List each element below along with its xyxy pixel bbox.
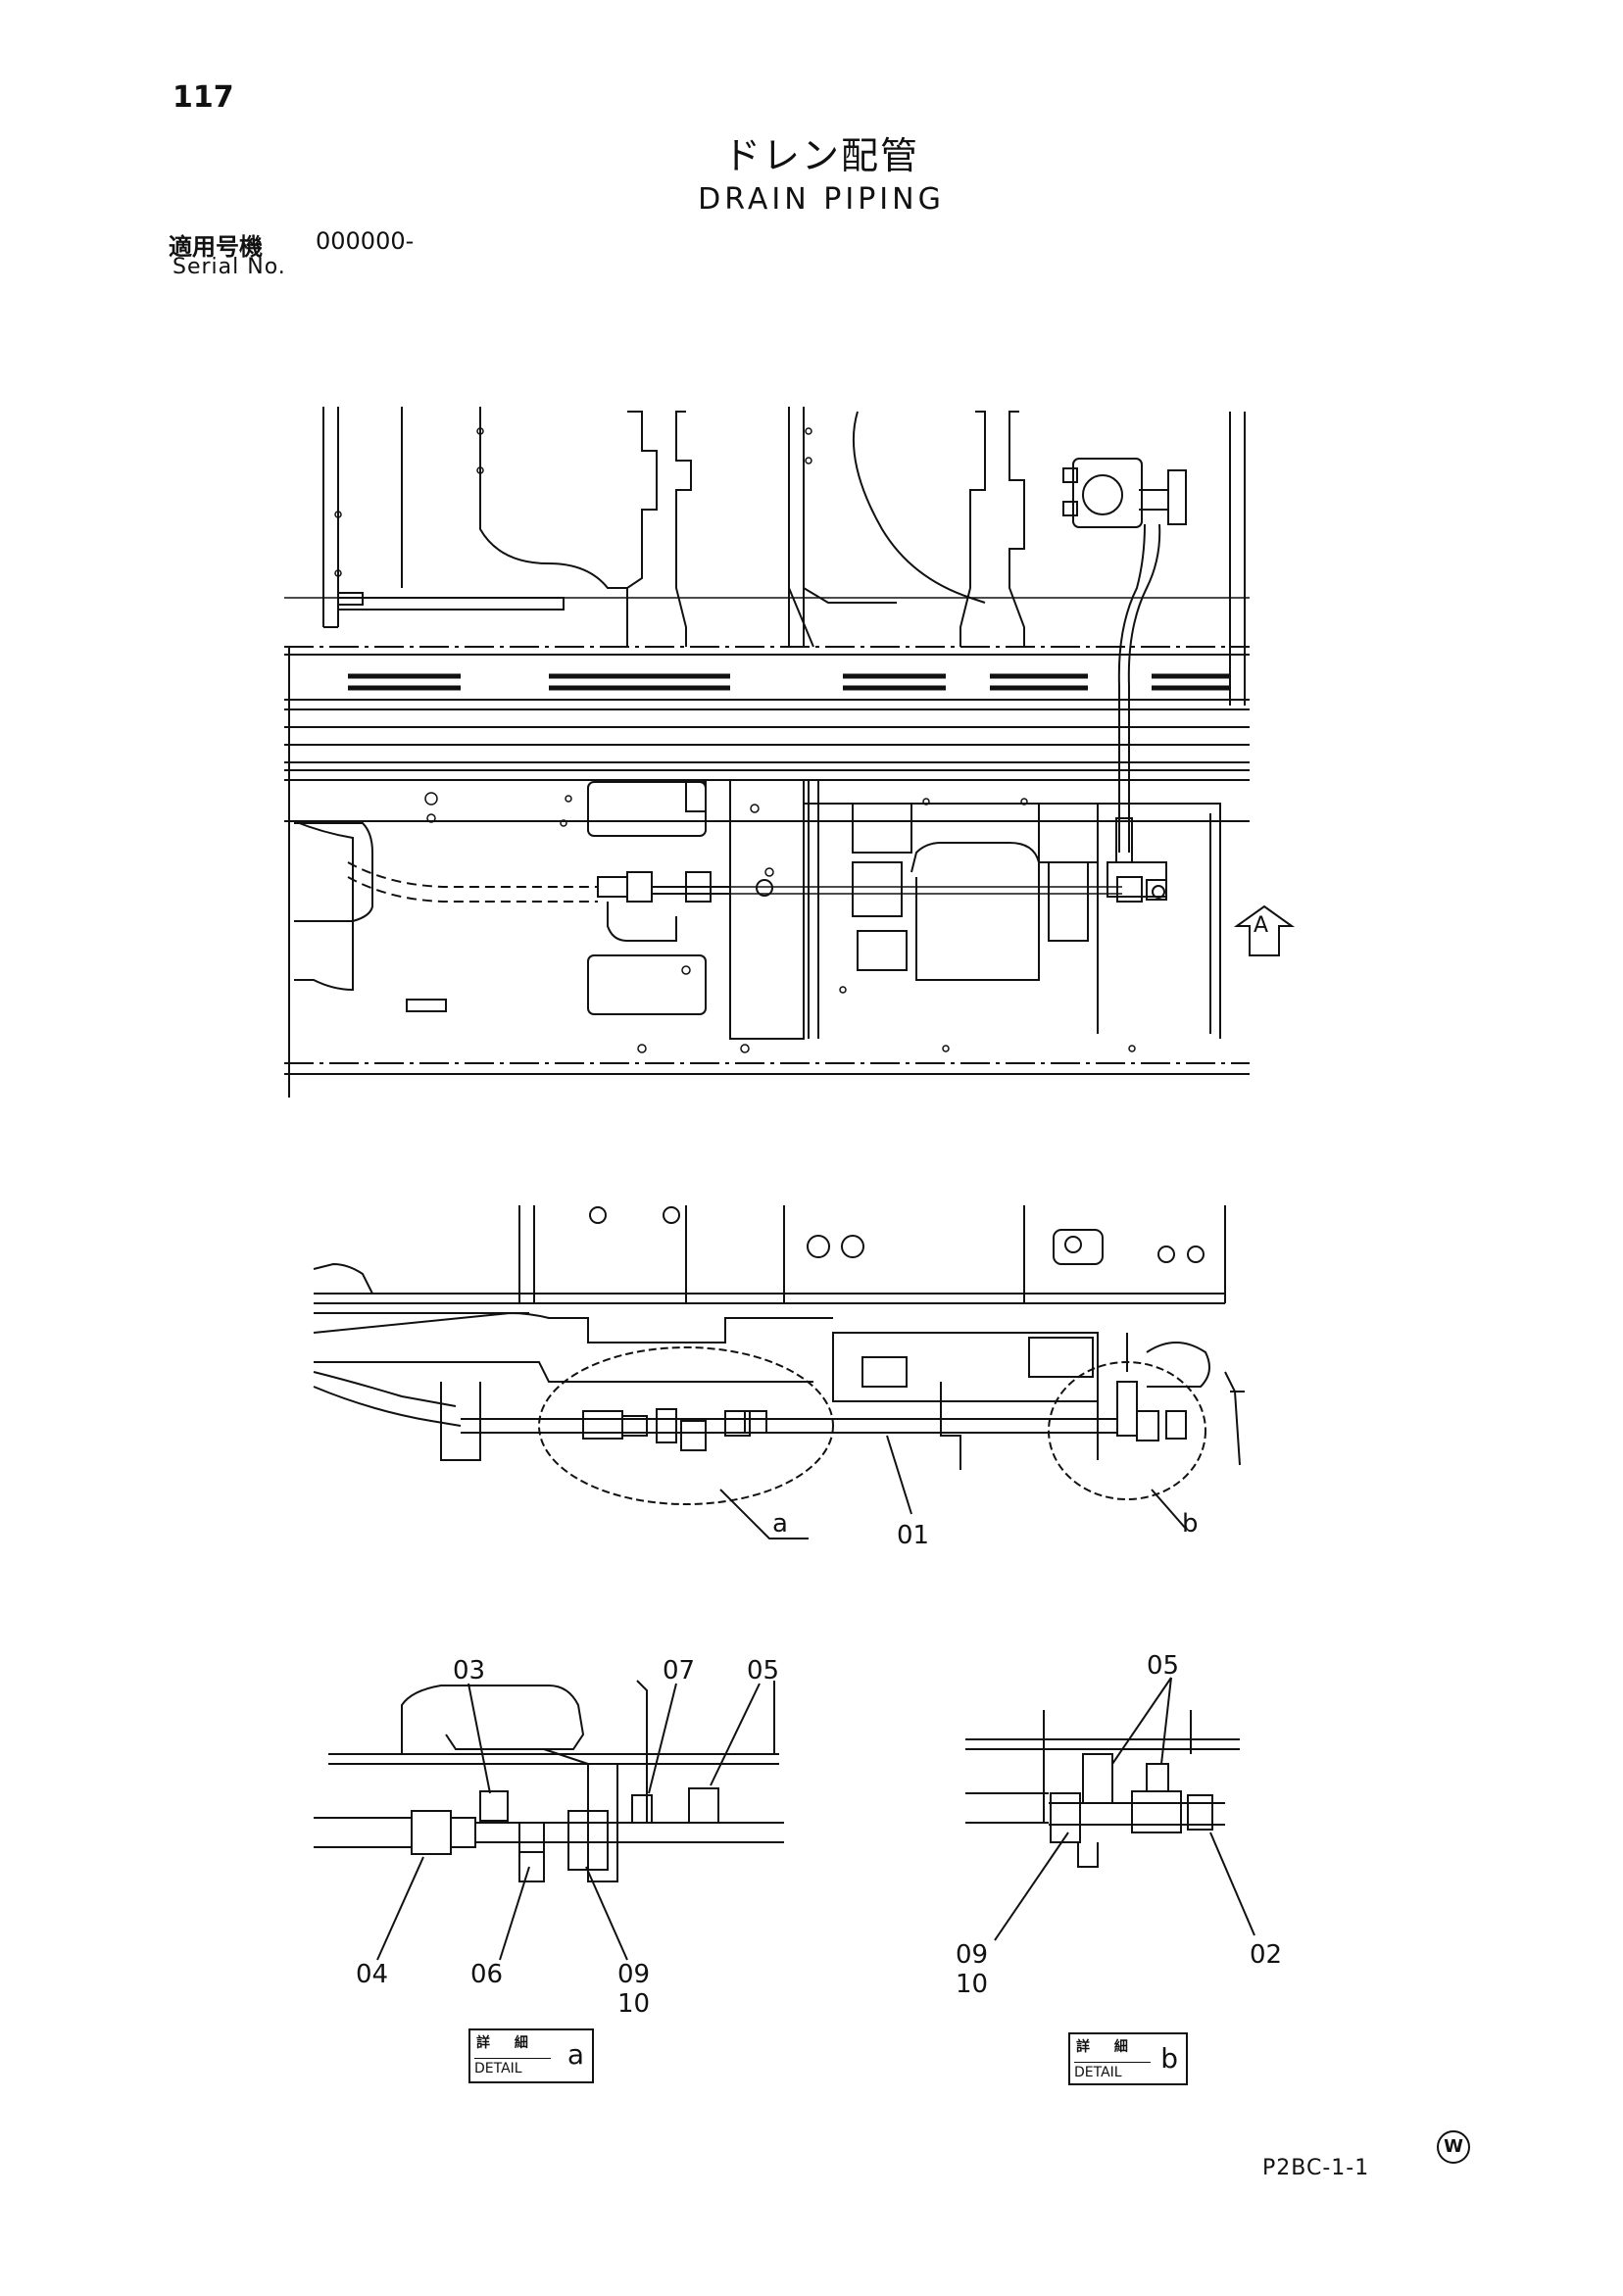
title-english: DRAIN PIPING bbox=[698, 182, 945, 217]
document-code: P2BC-1-1 bbox=[1262, 2156, 1370, 2180]
detail-a-label-04: 04 bbox=[356, 1960, 389, 1989]
detail-b-label-09: 09 bbox=[956, 1940, 989, 1970]
title-japanese: ドレン配管 bbox=[722, 134, 919, 177]
detail-b-caption-letter: b bbox=[1160, 2042, 1178, 2075]
callout-part-01: 01 bbox=[897, 1521, 930, 1550]
detail-a-caption-box: 詳 細 DETAIL a bbox=[468, 2028, 594, 2083]
detail-a-label-07: 07 bbox=[663, 1656, 696, 1685]
detail-a-caption-en: DETAIL bbox=[474, 2058, 551, 2076]
detail-b-label-10: 10 bbox=[956, 1970, 989, 1999]
detail-b-caption-box: 詳 細 DETAIL b bbox=[1068, 2032, 1188, 2085]
detail-a-label-06: 06 bbox=[470, 1960, 504, 1989]
detail-a-drawing bbox=[314, 1680, 784, 1961]
detail-b-caption-jp: 詳 細 bbox=[1076, 2039, 1138, 2055]
detail-b-label-02: 02 bbox=[1250, 1940, 1283, 1970]
callout-detail-a: a bbox=[772, 1509, 788, 1539]
detail-a-caption-letter: a bbox=[566, 2038, 584, 2071]
serial-value: 000000- bbox=[316, 227, 415, 255]
detail-b-caption-en: DETAIL bbox=[1074, 2062, 1151, 2080]
watermark-w-icon: W bbox=[1437, 2130, 1470, 2164]
detail-a-caption-jp: 詳 細 bbox=[476, 2035, 538, 2051]
top-view bbox=[284, 407, 1296, 1098]
callout-detail-b: b bbox=[1182, 1509, 1199, 1539]
detail-a-label-09: 09 bbox=[617, 1960, 651, 1989]
view-marker-a: A bbox=[1254, 913, 1269, 938]
detail-a-label-10: 10 bbox=[617, 1989, 651, 2019]
serial-label-english: Serial No. bbox=[172, 255, 286, 279]
serial-label-japanese: 適用号機 bbox=[169, 233, 263, 261]
detail-a-label-05: 05 bbox=[747, 1656, 780, 1685]
detail-b-label-05: 05 bbox=[1147, 1651, 1180, 1681]
side-view bbox=[313, 1205, 1245, 1539]
detail-a-label-03: 03 bbox=[453, 1656, 486, 1685]
detail-b-drawing bbox=[965, 1677, 1255, 1941]
page-number: 117 bbox=[172, 80, 234, 115]
